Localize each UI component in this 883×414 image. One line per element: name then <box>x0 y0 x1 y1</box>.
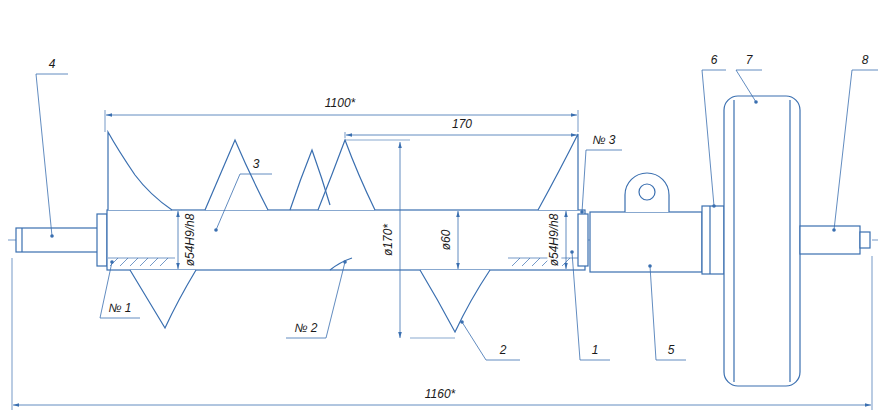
dimension-text: ø60 <box>439 228 453 253</box>
callout-number: 2 <box>498 343 509 357</box>
dimension-text: 1160* <box>423 387 457 401</box>
callout-number: 6 <box>709 53 720 67</box>
callout-number: № 2 <box>292 321 319 335</box>
callout-number: 8 <box>860 53 871 67</box>
dimension-text: ø170* <box>381 222 395 258</box>
callout-number: 5 <box>666 343 677 357</box>
fit-tolerance: ø54H9/h8 <box>547 212 561 269</box>
callout-number: № 1 <box>106 301 133 315</box>
callout-number: № 3 <box>590 133 617 147</box>
callout-number: 4 <box>47 57 58 71</box>
callout-number: 1 <box>590 343 601 357</box>
callout-number: 7 <box>744 53 755 67</box>
dimension-text: 1100* <box>323 96 357 110</box>
fit-tolerance: ø54H9/h8 <box>183 212 197 269</box>
callout-number: 3 <box>251 157 262 171</box>
dimension-text: 170 <box>450 117 474 131</box>
